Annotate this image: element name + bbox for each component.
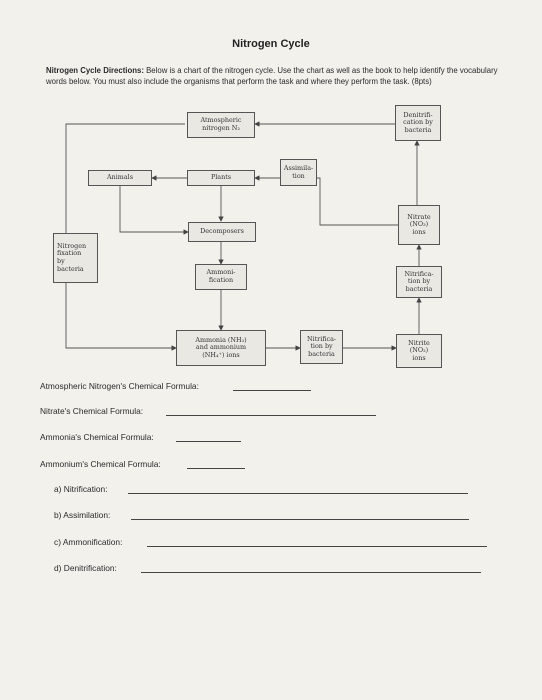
answer-line-assimilation[interactable] <box>131 519 469 520</box>
box-plants: Plants <box>187 170 255 186</box>
box-nitrite-ions: Nitrite(NO₂)ions <box>396 334 442 368</box>
arrow-animals-to-decomposers <box>119 186 189 235</box>
question-ammonification: c) Ammonification: <box>54 537 123 547</box>
question-atmospheric-formula: Atmospheric Nitrogen's Chemical Formula: <box>40 381 199 391</box>
answer-line-ammonium-formula[interactable] <box>187 468 245 469</box>
directions-label: Nitrogen Cycle Directions: <box>46 66 144 75</box>
answer-line-ammonification[interactable] <box>147 546 487 547</box>
arrow-fixation-to-ammonia <box>65 283 177 351</box>
question-assimilation: b) Assimilation: <box>54 510 111 520</box>
question-nitrification: a) Nitrification: <box>54 484 108 494</box>
page-title: Nitrogen Cycle <box>232 38 310 50</box>
question-denitrification: d) Denitrification: <box>54 563 117 573</box>
box-ammonification: Ammoni-fication <box>195 264 247 290</box>
answer-line-ammonia-formula[interactable] <box>176 441 241 442</box>
question-nitrate-formula: Nitrate's Chemical Formula: <box>40 406 144 416</box>
box-ammonia-ammonium: Ammonia (NH₃)and ammonium(NH₄⁺) ions <box>176 330 266 366</box>
box-decomposers: Decomposers <box>188 222 256 242</box>
directions-text: Below is a chart of the nitrogen cycle. … <box>46 66 498 86</box>
box-nitrate-ions: Nitrate(NO₃)ions <box>398 205 440 245</box>
question-ammonium-formula: Ammonium's Chemical Formula: <box>40 459 161 469</box>
line-nitrate-to-assimilation <box>317 177 398 226</box>
line-atmospheric-to-fixation <box>65 123 185 233</box>
answer-line-atmospheric-formula[interactable] <box>233 390 311 391</box>
answer-line-denitrification[interactable] <box>141 572 481 573</box>
question-ammonia-formula: Ammonia's Chemical Formula: <box>40 432 154 442</box>
box-assimilation: Assimila-tion <box>280 159 317 186</box>
answer-line-nitrate-formula[interactable] <box>166 415 376 416</box>
answer-line-nitrification[interactable] <box>128 493 468 494</box>
box-animals: Animals <box>88 170 152 186</box>
directions-paragraph: Nitrogen Cycle Directions: Below is a ch… <box>46 66 501 87</box>
